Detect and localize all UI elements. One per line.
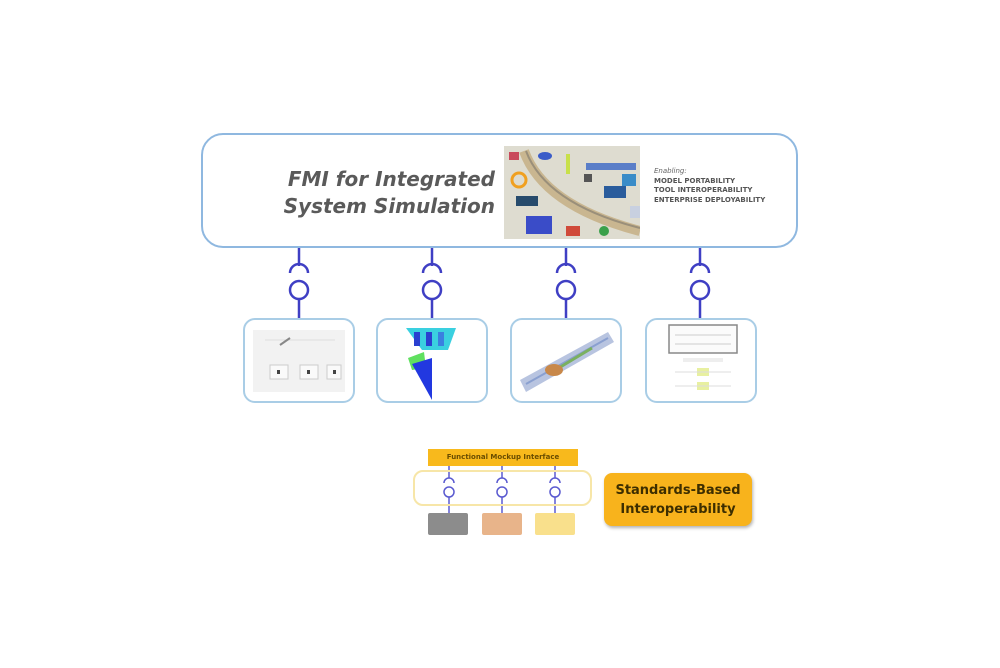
benefit-enterprise-deployability: ENTERPRISE DEPLOYABILITY — [654, 195, 766, 204]
sub-model-panel-2 — [376, 318, 488, 403]
fmi-label: Functional Mockup Interface — [428, 449, 578, 466]
flowchart-thumbnail — [668, 324, 738, 390]
collage-graphic — [504, 146, 640, 239]
component-yellow — [535, 513, 575, 535]
benefit-model-portability: MODEL PORTABILITY — [654, 176, 736, 185]
enabling-list: Enabling: MODEL PORTABILITY TOOL INTEROP… — [654, 167, 765, 205]
component-gray — [428, 513, 468, 535]
fmi-system-box — [201, 133, 798, 248]
fmu-connector-1 — [288, 248, 310, 318]
block-diagram-thumbnail — [253, 330, 345, 392]
standards-based-interoperability-callout: Standards-Based Interoperability — [604, 473, 752, 526]
fmu-connector-4 — [689, 248, 711, 318]
fmu-connector-3 — [555, 248, 577, 318]
pipeline-thumbnail — [520, 332, 614, 392]
diagram-title: FMI for Integrated System Simulation — [240, 166, 495, 220]
callout-line-2: Interoperability — [620, 501, 736, 517]
benefit-tool-interoperability: TOOL INTEROPERABILITY — [654, 186, 753, 194]
title-line-2: System Simulation — [283, 194, 495, 218]
sub-model-panel-4 — [645, 318, 757, 403]
enabling-label: Enabling: — [654, 167, 687, 175]
callout-line-1: Standards-Based — [615, 482, 741, 498]
collage-element — [509, 152, 519, 160]
fea-thumbnail — [406, 328, 456, 400]
sub-model-panel-1 — [243, 318, 355, 403]
fmi-frame — [413, 470, 592, 506]
component-peach — [482, 513, 522, 535]
title-line-1: FMI for Integrated — [287, 167, 495, 191]
fmu-connector-2 — [421, 248, 443, 318]
sub-model-panel-3 — [510, 318, 622, 403]
simulation-collage-image — [504, 146, 640, 239]
